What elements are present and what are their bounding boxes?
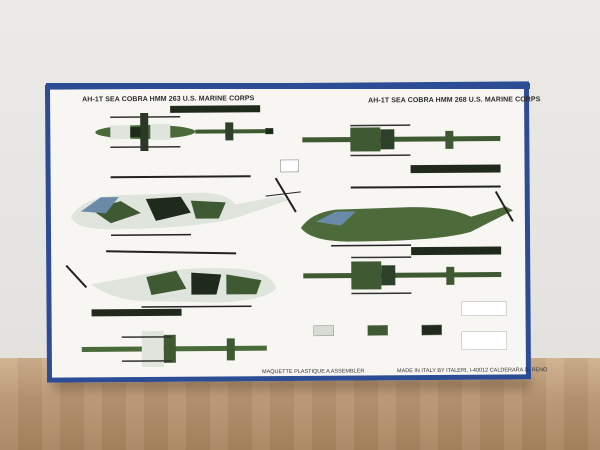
model-kit-box: AH-1T SEA COBRA HMM 263 U.S. MARINE CORP…	[44, 81, 547, 383]
box-footer-right: MADE IN ITALY BY ITALERI, I-40012 CALDER…	[396, 367, 548, 375]
left-side-view-helicopter	[70, 175, 301, 236]
right-side-view-helicopter	[300, 185, 514, 256]
helicopter-drawings	[65, 105, 514, 368]
left-top-view-helicopter	[95, 105, 274, 152]
paint-swatches	[313, 324, 442, 337]
box-back-panel: AH-1T SEA COBRA HMM 263 U.S. MARINE CORP…	[50, 86, 547, 377]
box-top-edge	[46, 83, 530, 89]
box-footer-left: MAQUETTE PLASTIQUE A ASSEMBLER	[261, 368, 365, 376]
decal-swatch	[280, 159, 299, 173]
right-bottom-view-helicopter	[303, 256, 502, 295]
left-bottom-view-helicopter	[81, 330, 267, 368]
legend-blocks	[461, 301, 508, 350]
left-side-view-helicopter-2	[65, 250, 277, 317]
right-top-view-helicopter	[302, 124, 501, 174]
